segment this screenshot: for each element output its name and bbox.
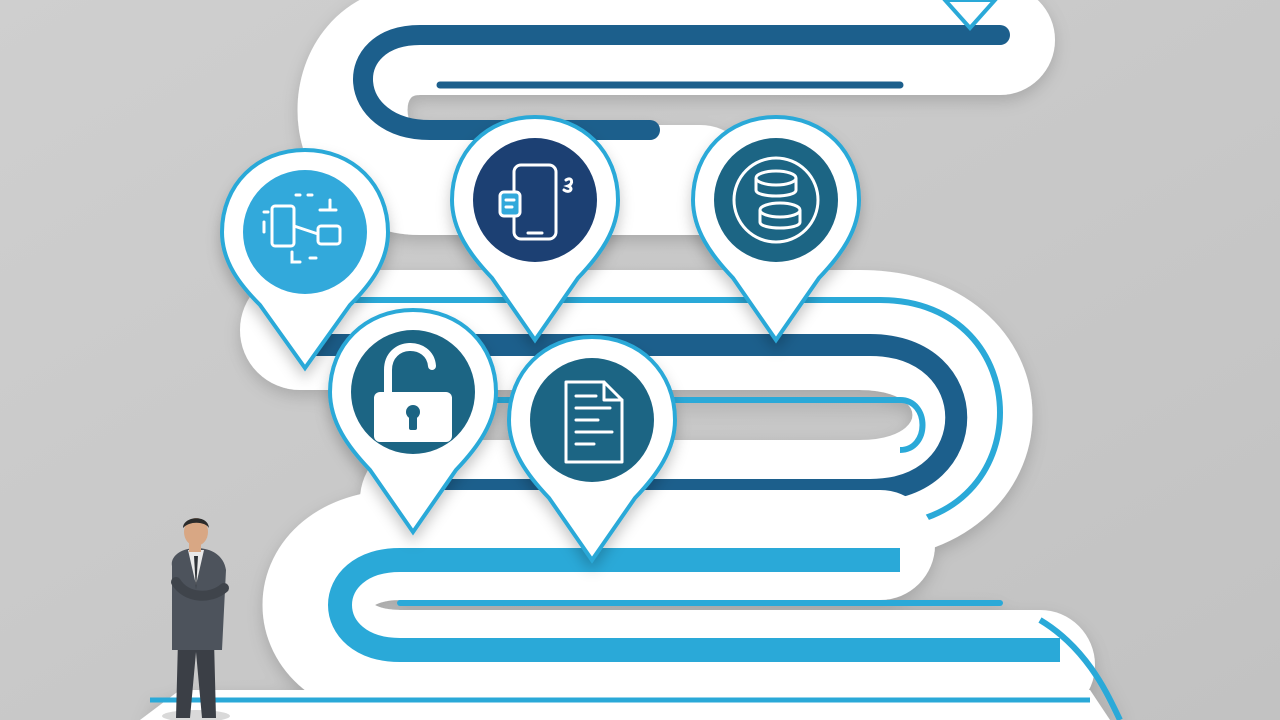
businessman-figure: [162, 518, 230, 720]
document-icon: [564, 380, 624, 464]
network-diagram-marker: [219, 147, 391, 372]
coin-stack-marker: [690, 114, 862, 344]
road-bottom-white: [140, 690, 1110, 720]
document-marker: [506, 334, 678, 564]
mobile-phone-marker: [449, 114, 621, 344]
road-lower-white: [262, 490, 1095, 720]
coin-stack-icon: [732, 156, 820, 244]
mobile-phone-icon: [498, 163, 574, 241]
top-pin: [942, 0, 998, 32]
road-lower-outer: [1038, 617, 1123, 720]
road-middle-dark-blue: [300, 334, 968, 501]
road-top-blue: [353, 25, 1010, 140]
winding-road: [140, 0, 1123, 720]
open-padlock-marker: [327, 307, 499, 536]
network-diagram-icon: [262, 193, 342, 264]
road-lower-light-blue: [328, 548, 1060, 662]
road-middle-inner-light: [330, 397, 926, 453]
open-padlock-icon: [374, 343, 452, 442]
